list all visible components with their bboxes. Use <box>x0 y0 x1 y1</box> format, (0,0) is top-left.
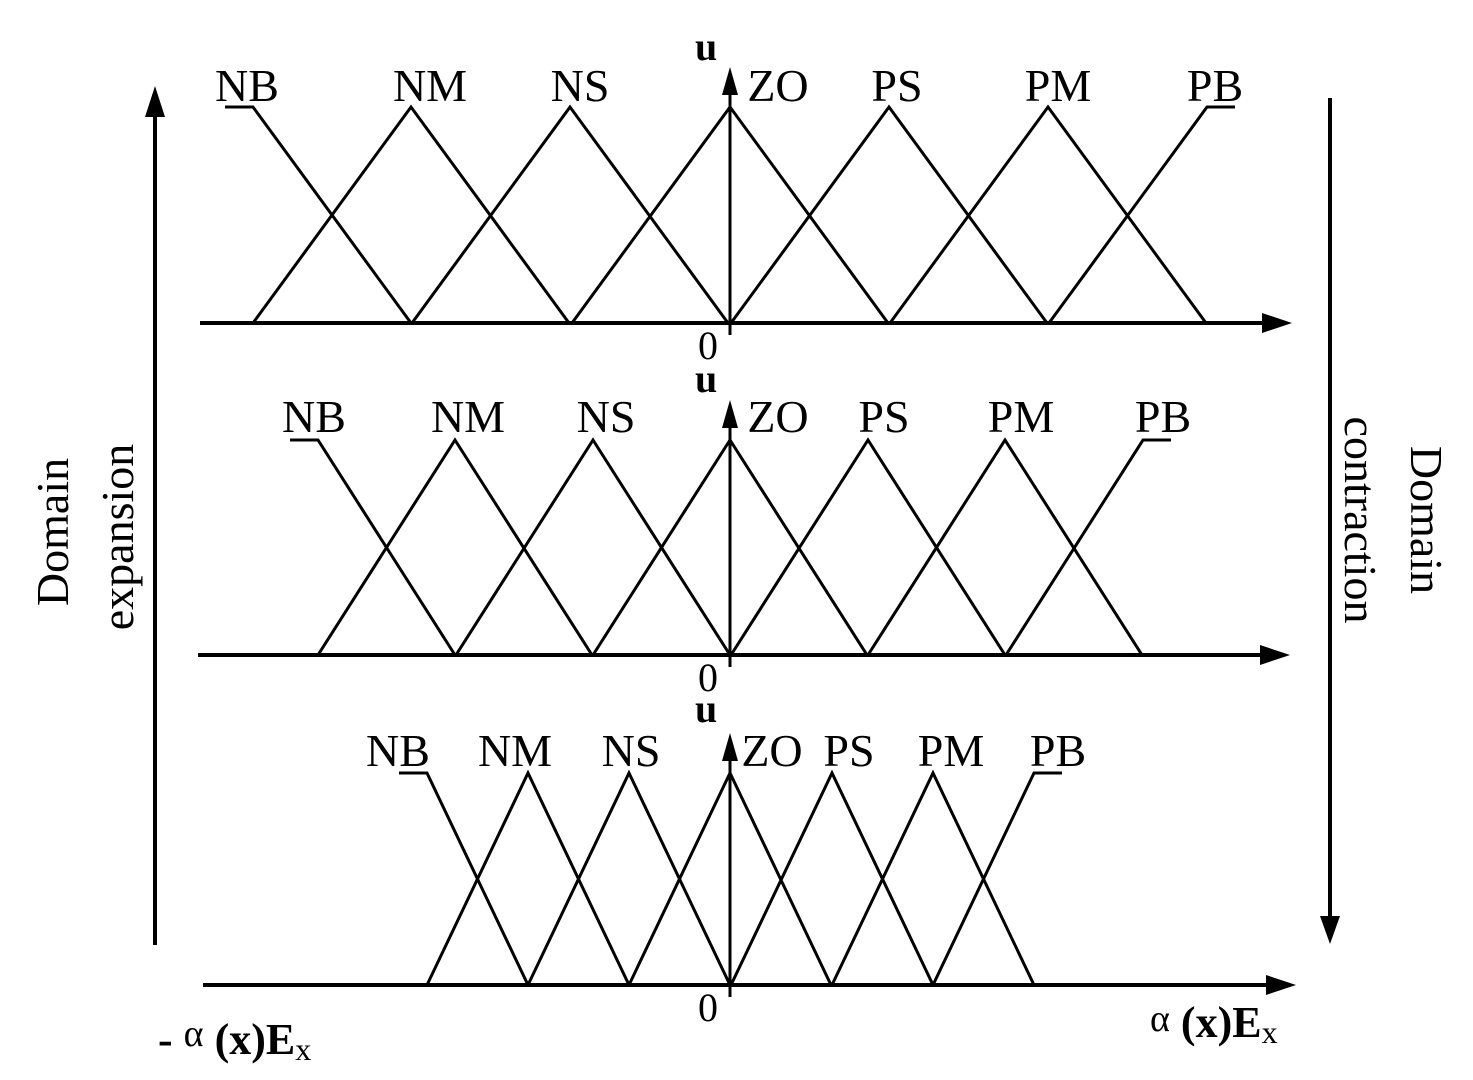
arrow-right-icon <box>1260 645 1290 665</box>
set-label-pb: PB <box>1187 60 1243 111</box>
membership-function-ps <box>729 104 1049 324</box>
set-label-pm: PM <box>988 391 1054 442</box>
left-label-line2: expansion <box>92 444 143 631</box>
right-label-line2: contraction <box>1335 417 1386 624</box>
origin-label: 0 <box>698 655 718 700</box>
arrow-right-icon <box>1266 975 1296 995</box>
arrow-up-icon <box>722 733 738 761</box>
membership-function-ns <box>526 769 732 986</box>
membership-function-zo <box>591 437 869 656</box>
panel-middle: u 0 NB NM NS ZO PS PM PB <box>198 356 1290 700</box>
origin-label: 0 <box>698 323 718 368</box>
contraction-arrow <box>1320 98 1340 944</box>
membership-function-nb <box>225 105 413 324</box>
left-side-label: Domain expansion <box>27 444 143 631</box>
set-label-nm: NM <box>393 60 467 111</box>
set-label-ns: NS <box>602 725 661 776</box>
membership-function-pb <box>1047 105 1235 324</box>
y-axis-label: u <box>695 24 717 69</box>
set-label-zo: ZO <box>747 391 808 442</box>
x-axis-left-label: - α (x)Ex <box>158 1013 311 1067</box>
membership-function-pb <box>931 771 1062 986</box>
membership-function-nm <box>251 104 571 324</box>
membership-function-zo <box>627 769 833 986</box>
set-label-pm: PM <box>1025 60 1091 111</box>
membership-function-pb <box>1004 438 1171 656</box>
arrow-up-icon <box>145 86 165 117</box>
set-label-zo: ZO <box>747 60 808 111</box>
set-label-pm: PM <box>918 725 984 776</box>
membership-function-pm <box>866 437 1144 656</box>
set-label-nm: NM <box>478 725 552 776</box>
left-label-line1: Domain <box>27 458 78 606</box>
expansion-arrow <box>145 86 165 945</box>
panel-bottom: u 0 NB NM NS ZO PS PM PB <box>203 686 1296 1030</box>
set-label-nb: NB <box>366 725 430 776</box>
arrow-up-icon <box>722 400 738 428</box>
membership-function-ns <box>410 104 730 324</box>
y-axis-label: u <box>695 356 717 401</box>
set-label-nb: NB <box>215 60 279 111</box>
set-label-pb: PB <box>1135 391 1191 442</box>
set-label-ps: PS <box>858 391 909 442</box>
y-axis-label: u <box>695 686 717 731</box>
membership-function-pm <box>830 769 1036 986</box>
membership-function-nb <box>290 438 457 656</box>
right-label-line1: Domain <box>1401 446 1452 594</box>
membership-function-ps <box>729 769 935 986</box>
arrow-down-icon <box>1320 916 1340 944</box>
panel-top: u 0 NB NM NS ZO PS PM PB <box>200 24 1292 368</box>
right-side-label: Domain contraction <box>1335 417 1452 624</box>
set-label-nb: NB <box>282 391 346 442</box>
membership-function-pm <box>888 104 1208 324</box>
set-label-nm: NM <box>431 391 505 442</box>
membership-function-nm <box>316 437 594 656</box>
origin-label: 0 <box>698 985 718 1030</box>
membership-function-nm <box>425 769 631 986</box>
arrow-up-icon <box>722 67 738 95</box>
set-label-ns: NS <box>577 391 636 442</box>
membership-function-nb <box>399 771 530 986</box>
set-label-pb: PB <box>1030 725 1086 776</box>
x-axis-right-label: α (x)Ex <box>1150 998 1278 1050</box>
membership-function-ps <box>729 437 1007 656</box>
arrow-right-icon <box>1262 313 1292 333</box>
set-label-ps: PS <box>823 725 874 776</box>
set-label-zo: ZO <box>741 725 802 776</box>
membership-function-ns <box>454 437 732 656</box>
set-label-ns: NS <box>551 60 610 111</box>
set-label-ps: PS <box>871 60 922 111</box>
membership-function-zo <box>570 104 890 324</box>
